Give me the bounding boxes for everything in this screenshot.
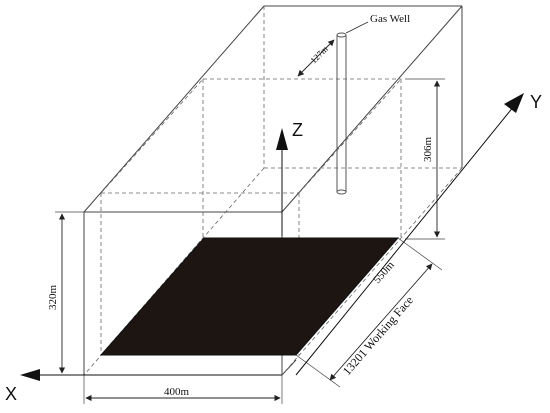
x-axis-label: X: [5, 384, 17, 404]
dim-320-label: 320m: [47, 285, 59, 311]
x-axis: [20, 369, 282, 381]
dim-306-label: 306m: [422, 137, 434, 163]
gas-well-leader: [345, 21, 369, 34]
gas-well-label: Gas Well: [370, 13, 410, 25]
dim-127-line: [297, 39, 335, 77]
dim-550-tick-a: [397, 237, 443, 271]
dim-400-label: 400m: [164, 386, 190, 398]
gas-well: [336, 32, 347, 195]
dim-550-line: [329, 263, 433, 381]
z-axis-label: Z: [292, 120, 303, 140]
dim-550-tick-b: [295, 354, 341, 388]
working-face-label: 13201 Working Face: [340, 293, 416, 378]
y-axis: [295, 93, 524, 376]
z-axis: [276, 128, 288, 236]
working-face-panel: [99, 237, 400, 356]
y-axis-label: Y: [530, 92, 542, 112]
